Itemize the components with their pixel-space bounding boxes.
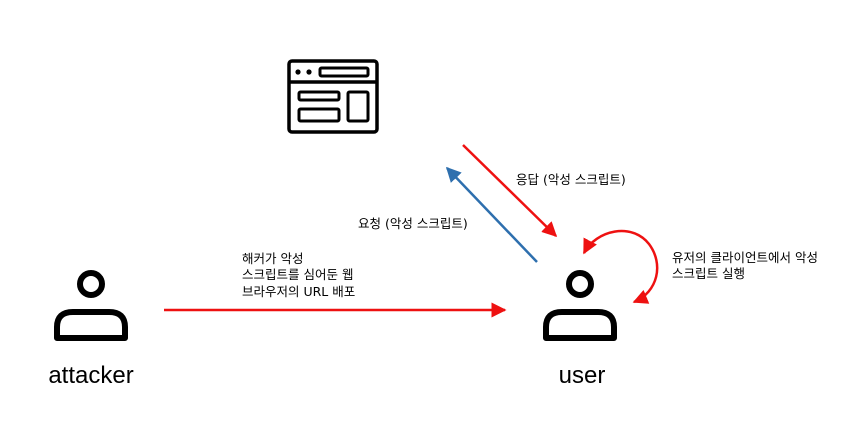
user-person-icon	[543, 270, 617, 341]
client-execution-arrow	[582, 229, 659, 304]
attacker-person-icon	[54, 270, 128, 341]
request-label: 요청 (악성 스크립트)	[358, 216, 468, 231]
distribute-line-1: 해커가 악성	[242, 251, 303, 266]
user-label: user	[559, 362, 606, 389]
response-label: 응답 (악성 스크립트)	[516, 172, 626, 187]
client-exec-line-2: 스크립트 실행	[672, 266, 745, 281]
distribute-line-3: 브라우저의 URL 배포	[242, 284, 355, 299]
client-execution-text: 유저의 클라이언트에서 악성 스크립트 실행	[672, 250, 822, 281]
request-arrow	[445, 166, 538, 263]
attacker-label: attacker	[48, 362, 133, 389]
distribute-line-2: 스크립트를 심어둔 웹	[242, 267, 353, 282]
distribute-url-text: 해커가 악성 스크립트를 심어둔 웹 브라우저의 URL 배포	[242, 251, 357, 299]
response-arrow	[462, 144, 558, 238]
client-exec-line-1: 유저의 클라이언트에서 악성	[672, 250, 818, 265]
web-browser-window-icon	[287, 59, 379, 134]
